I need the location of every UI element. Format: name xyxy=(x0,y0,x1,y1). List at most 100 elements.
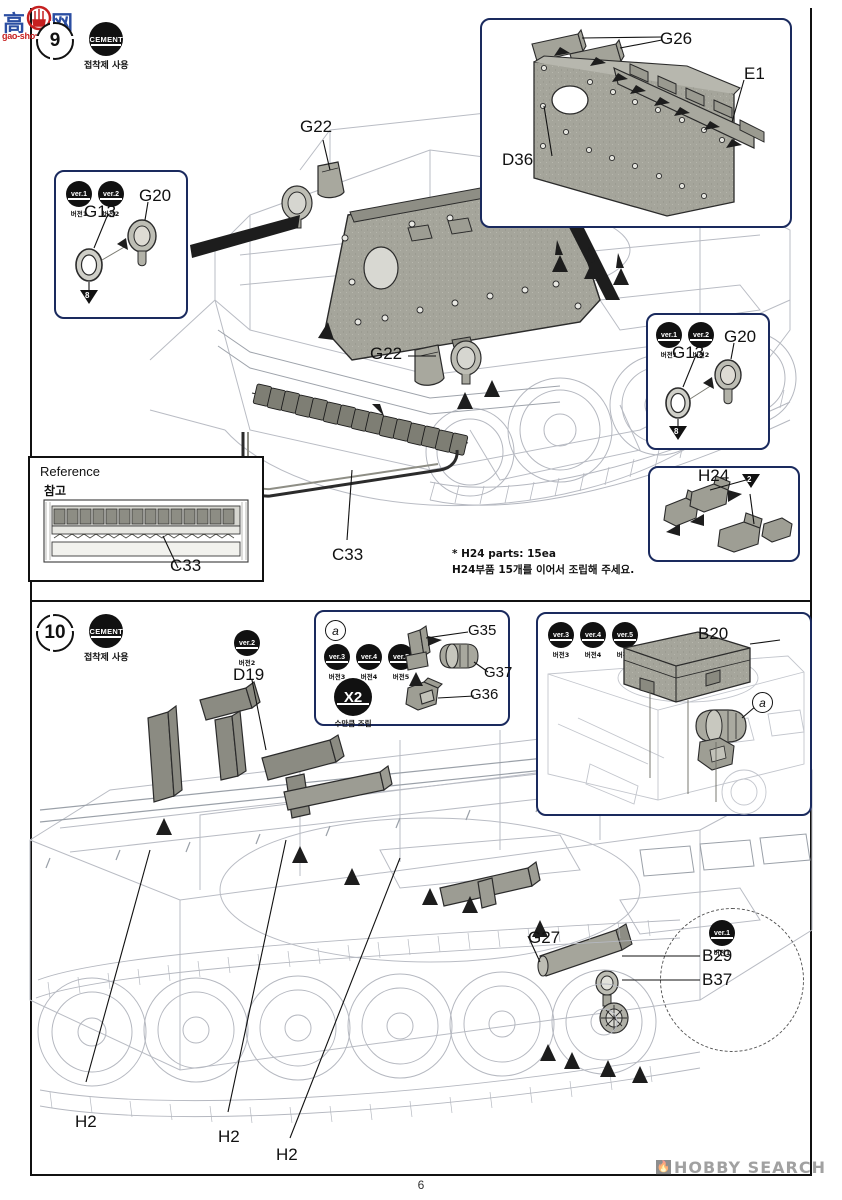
inset-d36-e1-g26: G26 D36 E1 xyxy=(480,18,792,228)
inset-g13-g20-right: ver.1 버전1 ver.2 버전2 G13 G20 8 xyxy=(646,313,770,450)
note-h24: * H24 parts: 15ea H24부품 15개를 이어서 조립해 주세요… xyxy=(452,548,635,576)
v2-bubble: ver.2 xyxy=(98,181,124,207)
version-badge-v2-d19-inner: ver.2 버전2 xyxy=(234,630,260,667)
marker-a-b20: a xyxy=(752,692,773,713)
logo-char-1: 高 xyxy=(3,12,26,37)
tri-marker-right: 8 xyxy=(669,426,687,440)
step-10-number-text: 10 xyxy=(43,622,67,644)
step-10-header: 10 CEMENT 접착제 사용 xyxy=(35,613,129,663)
version-badge-v1-left: ver.1 버전1 xyxy=(66,181,92,218)
v2-ko-r: 버전2 xyxy=(692,351,710,359)
v2-bubble-r: ver.2 xyxy=(688,322,714,348)
x2-ko: 수만큼 조립 xyxy=(334,719,372,728)
cement-icon-10: CEMENT xyxy=(89,614,124,648)
version-badge-v4-b20: ver.4 버전4 xyxy=(580,622,606,659)
inset-d36-art xyxy=(531,28,765,217)
version-badge-v2-left: ver.2 버전2 xyxy=(98,181,124,218)
inset-h24: H24 2 xyxy=(648,466,800,562)
tri-marker-left-num: 8 xyxy=(85,291,90,300)
label-g26: G26 xyxy=(660,29,693,48)
label-d36: D36 xyxy=(502,150,534,169)
flame-icon: 🔥 xyxy=(656,1160,671,1175)
label-h2-c: H2 xyxy=(276,1145,298,1164)
label-g27: G27 xyxy=(528,928,561,947)
page-frame-left xyxy=(30,8,32,1176)
label-c33-main: C33 xyxy=(332,545,364,564)
v5-ko-a: 버전5 xyxy=(392,673,410,681)
inset-b20-art xyxy=(547,631,805,815)
label-h24: H24 xyxy=(698,466,730,485)
version-badge-v1-detail-inner: ver.1 버전1 xyxy=(709,920,735,957)
cement-label-ko-10: 접착제 사용 xyxy=(84,653,129,663)
cement-label-ko-9: 접착제 사용 xyxy=(84,61,129,71)
tri-marker-h24: 2 xyxy=(742,474,760,488)
label-h2-a: H2 xyxy=(75,1112,97,1131)
inset-right-art xyxy=(665,342,742,426)
marker-a-inset: a xyxy=(325,620,346,641)
v5-bubble-b: ver.5 xyxy=(612,622,638,648)
reference-box: Reference 참고 C33 xyxy=(28,456,264,582)
reference-title-ko: 참고 xyxy=(44,484,67,498)
v1-ko-d: 버전1 xyxy=(713,949,731,957)
version-badge-v2-d19: ver.2 버전2 xyxy=(234,630,260,667)
tri-marker-left: 8 xyxy=(80,290,98,304)
label-e1: E1 xyxy=(744,64,765,83)
label-h2-b: H2 xyxy=(218,1127,240,1146)
v1-bubble-d: ver.1 xyxy=(709,920,735,946)
label-b29: B29 xyxy=(702,946,733,965)
cement-icon-9: CEMENT xyxy=(89,22,124,56)
label-g35: G35 xyxy=(468,622,497,639)
v4-ko-b: 버전4 xyxy=(584,651,602,659)
v3-bubble-b: ver.3 xyxy=(548,622,574,648)
tri-marker-right-num: 8 xyxy=(674,427,679,436)
page-number: 6 xyxy=(417,1178,425,1192)
label-g20-right: G20 xyxy=(724,327,757,346)
quantity-badge-x2: X2 수만큼 조립 xyxy=(334,678,372,729)
tri-marker-h24-num: 2 xyxy=(747,475,752,484)
assembly-arrows-9 xyxy=(318,240,629,416)
version-badge-v4-a: ver.4 버전4 xyxy=(356,644,382,681)
label-b37: B37 xyxy=(702,970,733,989)
page-frame-bottom xyxy=(30,1174,812,1176)
label-g22-a: G22 xyxy=(300,117,333,136)
logo-url: gao-shou.com xyxy=(2,31,60,41)
inset-left-art xyxy=(75,201,157,290)
label-g13-right: G13 xyxy=(672,343,705,362)
label-g13-left: G13 xyxy=(84,202,117,221)
step-9-leader-lines xyxy=(322,139,436,541)
step-10-leader-lines xyxy=(85,679,541,1139)
part-g22-b xyxy=(414,344,445,386)
inset-h24-art xyxy=(663,475,793,553)
v1-bubble: ver.1 xyxy=(66,181,92,207)
step-10-number: 10 xyxy=(35,613,75,653)
page-frame-right xyxy=(810,8,812,1176)
version-badge-v3-b20: ver.3 버전3 xyxy=(548,622,574,659)
right-fittings xyxy=(595,970,629,1034)
cement-badge-10: CEMENT 접착제 사용 xyxy=(84,614,129,663)
v4-ko-a: 버전4 xyxy=(360,673,378,681)
v2-ko-d19: 버전2 xyxy=(238,659,256,667)
v3-ko-b: 버전3 xyxy=(552,651,570,659)
label-b20: B20 xyxy=(698,624,729,643)
inset-b20: ver.3 버전3 ver.4 버전4 ver.5 버전5 xyxy=(536,612,812,816)
part-g20-hull-b xyxy=(450,340,482,385)
hobby-search-text: HOBBY SEARCH xyxy=(674,1158,826,1177)
version-badge-v1-detail: ver.1 버전1 xyxy=(709,920,735,957)
part-g22-a xyxy=(317,161,345,199)
label-g20-left: G20 xyxy=(139,186,172,205)
v3-ko-a: 버전3 xyxy=(328,673,346,681)
inset-a-art xyxy=(405,625,489,711)
pointer-wedge-left xyxy=(190,215,300,258)
v2-ko: 버전2 xyxy=(102,210,120,218)
reference-art xyxy=(43,499,249,569)
v1-bubble-r: ver.1 xyxy=(656,322,682,348)
v2-bubble-d19: ver.2 xyxy=(234,630,260,656)
page-divider xyxy=(30,600,812,602)
label-d19: D19 xyxy=(233,665,265,684)
version-badge-v3-a: ver.3 버전3 xyxy=(324,644,350,681)
step-9-header: 9 CEMENT 접착제 사용 xyxy=(35,21,129,71)
version-badge-v1-right: ver.1 버전1 xyxy=(656,322,682,359)
part-g27 xyxy=(537,923,633,977)
step-10-illustration xyxy=(29,679,813,1139)
part-c33-track xyxy=(241,383,469,498)
